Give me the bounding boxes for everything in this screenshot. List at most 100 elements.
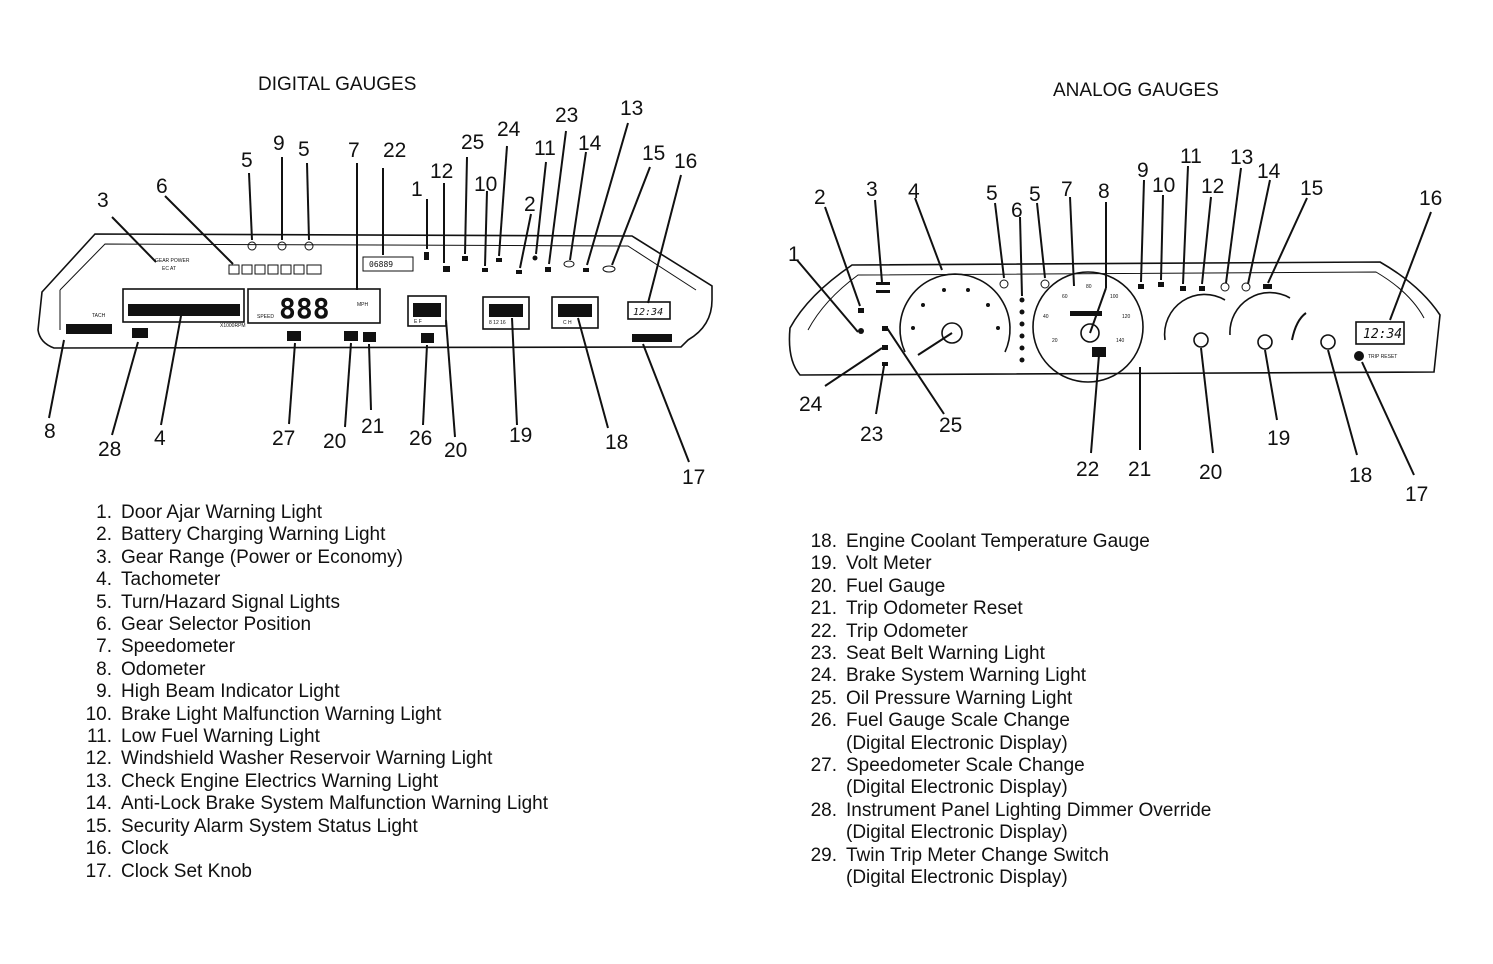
gear-range-sublabel: EC AT xyxy=(162,266,176,272)
brake-malfunction-light xyxy=(482,268,488,272)
analog-callout-1: 1 xyxy=(788,243,800,266)
door-ajar-light xyxy=(424,252,429,260)
analog-high-beam xyxy=(1138,284,1144,289)
legend-text: Door Ajar Warning Light xyxy=(121,502,323,523)
legend-item: 15.Security Alarm System Status Light xyxy=(76,816,548,838)
gear-d-box xyxy=(267,264,279,275)
analog-turn-left xyxy=(999,279,1009,289)
oil-pressure-light xyxy=(462,256,468,261)
fuel-scale-change-button[interactable] xyxy=(421,333,434,343)
digital-callout-24: 24 xyxy=(497,118,521,141)
analog-callout-6: 6 xyxy=(1011,199,1023,222)
legend-number: 15. xyxy=(85,815,112,837)
legend-item: 12.Windshield Washer Reservoir Warning L… xyxy=(76,748,548,770)
legend-item: 11.Low Fuel Warning Light xyxy=(76,726,548,748)
analog-callout-8: 8 xyxy=(1098,180,1110,203)
legend-number: 11. xyxy=(86,726,112,748)
analog-cluster: 20 40 60 80 100 120 140 xyxy=(788,261,1441,383)
temp-bargraph-frame xyxy=(551,296,599,329)
legend-item: 3.Gear Range (Power or Economy) xyxy=(76,547,548,569)
volt-bargraph-frame xyxy=(482,296,530,330)
analog-speedometer: 20 40 60 80 100 120 140 xyxy=(1032,271,1144,383)
analog-seatbelt-light xyxy=(882,362,888,366)
clock-set-buttons[interactable] xyxy=(632,334,672,342)
legend-text: Seat Belt Warning Light xyxy=(846,643,1045,665)
battery-light xyxy=(516,270,522,274)
legend-number: 17. xyxy=(85,860,112,882)
fuel-gauge-button[interactable] xyxy=(344,331,358,341)
digital-cluster-inner-outline xyxy=(59,243,697,291)
legend-item: 24.Brake System Warning Light xyxy=(800,665,1211,687)
digital-callout-27: 27 xyxy=(272,427,295,450)
tachometer-bargraph-frame xyxy=(122,288,245,323)
legend-text: Clock xyxy=(121,838,169,860)
legend-text: Gear Selector Position xyxy=(121,614,312,636)
trip-reset-button[interactable] xyxy=(363,332,376,342)
analog-check-engine xyxy=(1220,282,1230,292)
speedometer-dial xyxy=(1032,271,1144,383)
legend-item: 8. Odometer xyxy=(76,659,548,681)
digital-callout-14: 14 xyxy=(578,132,602,155)
digital-callout-17: 17 xyxy=(682,466,705,489)
legend-number: 22. xyxy=(810,620,837,642)
legend-number: 3. xyxy=(96,546,112,568)
legend-text: Check Engine Electrics Warning Light xyxy=(121,770,439,792)
analog-brake-light xyxy=(882,345,888,350)
analog-callout-5a: 5 xyxy=(986,182,998,205)
gear-p-box xyxy=(228,264,240,275)
legend-item: 19.Volt Meter xyxy=(800,553,1211,575)
legend-item: 16.Clock xyxy=(76,838,548,860)
digital-callout-26: 26 xyxy=(409,427,432,450)
analog-leader-lines xyxy=(796,165,1432,476)
seat-belt-light xyxy=(545,267,551,272)
legend-text: Windshield Washer Reservoir Warning Ligh… xyxy=(121,748,493,770)
legend-text: Turn/Hazard Signal Lights xyxy=(121,591,340,613)
analog-callout-11: 11 xyxy=(1180,145,1202,168)
legend-number: 9. xyxy=(96,681,112,703)
temp-gauge-knob xyxy=(1320,334,1336,350)
legend-number: 19. xyxy=(810,553,837,575)
digital-callout-16: 16 xyxy=(674,150,697,173)
legend-text: Odometer xyxy=(121,658,206,680)
digital-callout-6: 6 xyxy=(156,175,168,198)
legend-item: 21.Trip Odometer Reset xyxy=(800,598,1211,620)
digital-callout-11: 11 xyxy=(534,137,556,160)
tachometer-arc xyxy=(899,273,1011,353)
analog-cluster-outline xyxy=(788,261,1441,376)
gear-r-box xyxy=(241,264,253,275)
analog-callout-23: 23 xyxy=(860,423,883,446)
analog-turn-right xyxy=(1040,279,1050,289)
speedometer-scale-button[interactable] xyxy=(287,331,301,341)
analog-callout-14: 14 xyxy=(1257,160,1281,183)
analog-callout-7: 7 xyxy=(1061,178,1073,201)
legend-number: 8. xyxy=(96,658,112,680)
gear-1-box xyxy=(293,264,305,275)
legend-text: Instrument Panel Lighting Dimmer Overrid… xyxy=(846,799,1212,821)
legend-item: 14.Anti-Lock Brake System Malfunction Wa… xyxy=(76,793,548,815)
legend-item: 10.Brake Light Malfunction Warning Light xyxy=(76,704,548,726)
digital-callout-28: 28 xyxy=(98,438,121,461)
legend-item: 9.High Beam Indicator Light xyxy=(76,681,548,703)
clock-set-knob[interactable] xyxy=(1354,351,1364,361)
legend-item: 23. Seat Belt Warning Light xyxy=(800,643,1211,665)
legend-text: Speedometer Scale Change xyxy=(846,755,1085,777)
legend-item: 7.Speedometer xyxy=(76,636,548,658)
legend-text: Fuel Gauge xyxy=(846,575,946,597)
fuel-scale-label: E F xyxy=(414,319,422,325)
legend-number: 18. xyxy=(810,531,837,552)
dimmer-override-button[interactable] xyxy=(132,328,148,338)
analog-callout-13: 13 xyxy=(1230,146,1253,169)
analog-cluster-inner-outline xyxy=(807,271,1425,331)
analog-callout-5b: 5 xyxy=(1029,183,1041,206)
digital-callout-2: 2 xyxy=(524,193,536,216)
legend-subtext: (Digital Electronic Display) xyxy=(846,777,1068,799)
analog-abs xyxy=(1241,282,1251,292)
legend-item: 28.Instrument Panel Lighting Dimmer Over… xyxy=(800,799,1212,822)
analog-callout-15: 15 xyxy=(1300,177,1323,200)
legend-number: 1. xyxy=(96,502,112,523)
legend-number: 23. xyxy=(810,643,837,665)
legend-item: 22.Trip Odometer xyxy=(800,621,1211,643)
legend-item: 18. Engine Coolant Temperature Gauge xyxy=(800,531,1211,553)
legend-text: Engine Coolant Temperature Gauge xyxy=(846,531,1150,552)
